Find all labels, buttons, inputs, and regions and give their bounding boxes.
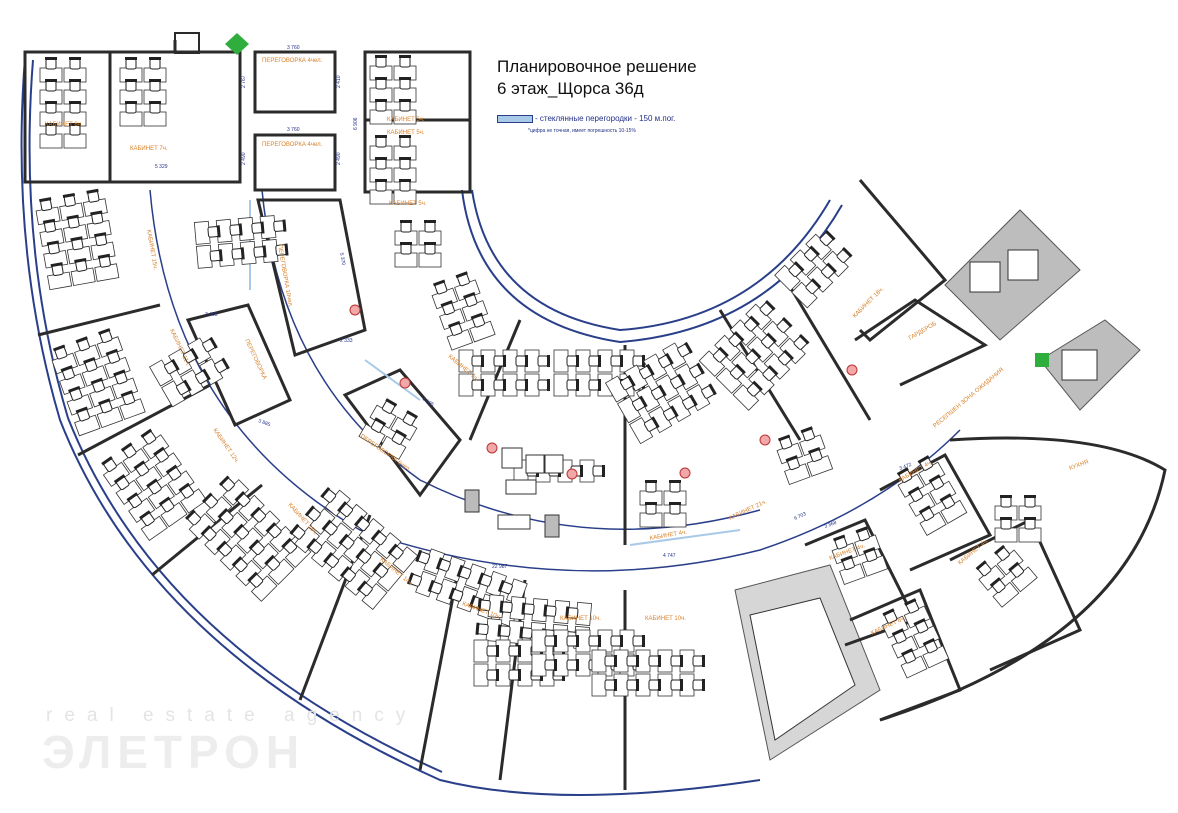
- label-meet6a: ПЕРЕГОВОРКА: [243, 338, 267, 380]
- label-cab10b: КАБИНЕТ 10ч.: [560, 616, 601, 622]
- legend-text: - стеклянные перегородки - 150 м.пог.: [535, 114, 676, 123]
- dimension-labels: 5 329 3 760 3 760 2 767 2 410 2 490 2 49…: [155, 45, 913, 570]
- label-meet4a: ПЕРЕГОВОРКА 4чел.: [262, 58, 323, 64]
- label-cab21: КАБИНЕТ 21ч.: [728, 499, 768, 522]
- right-wing: [804, 179, 1167, 722]
- dim-5329: 5 329: [155, 164, 168, 170]
- label-cab5a: КАБИНЕТ 5ч.: [387, 117, 425, 123]
- meeting-rooms-center: [185, 198, 462, 498]
- fire-markers: [349, 304, 858, 480]
- label-cab12: КАБИНЕТ 12ч.: [211, 428, 240, 465]
- dim-3465: 3 465: [205, 312, 218, 318]
- dim-4695: 4 695: [421, 397, 435, 409]
- facade: [20, 57, 761, 796]
- dim-3760a: 3 760: [287, 45, 300, 51]
- glass-partition-swatch: [497, 114, 533, 123]
- dim-6906: 6 906: [353, 117, 359, 130]
- watermark-logo: ЭЛЕТРОН: [42, 726, 306, 778]
- watermark-tagline: real estate agency: [46, 705, 418, 726]
- label-cab5c: КАБИНЕТ 5ч.: [389, 201, 427, 207]
- dim-22987: 22 987: [492, 564, 508, 570]
- dim-2490a: 2 490: [241, 152, 247, 165]
- dim-2410: 2 410: [336, 75, 342, 88]
- meeting-rooms-top: [253, 50, 337, 192]
- label-cab18: КАБИНЕТ 18ч.: [852, 286, 885, 319]
- lounge-furniture: [464, 447, 564, 538]
- label-wardrobe: ГАРДЕРОБ: [908, 321, 938, 342]
- title-line-1: Планировочное решение: [497, 57, 697, 76]
- label-reception: РЕСЕПШЕН ЗОНА ОЖИДАНИЯ: [932, 367, 1005, 429]
- dim-3368: 3 368: [824, 520, 838, 530]
- top-left-block: [23, 32, 242, 184]
- label-cab5b: КАБИНЕТ 5ч.: [387, 130, 425, 136]
- label-meet4b: ПЕРЕГОВОРКА 4чел.: [262, 142, 323, 148]
- dim-3885: 3 885: [257, 418, 271, 428]
- label-kitchen: КУХНЯ: [1069, 459, 1090, 471]
- dim-2333: 2 333: [340, 338, 353, 344]
- entrance-markers: [225, 33, 1049, 367]
- label-cab8: КАБИНЕТ 8ч.: [45, 122, 83, 128]
- legend: - стеклянные перегородки - 150 м.пог.: [497, 114, 675, 123]
- dim-4747: 4 747: [663, 553, 676, 559]
- label-cab7a: КАБИНЕТ 7ч.: [130, 146, 168, 152]
- dim-2490b: 2 490: [336, 152, 342, 165]
- dim-2767: 2 767: [241, 75, 247, 88]
- legend-note: *цифра не точная, имеет погрешность 10-1…: [528, 128, 636, 134]
- elevator-cores: [734, 209, 1141, 761]
- dim-5370: 5 370: [338, 252, 346, 266]
- dim-3760b: 3 760: [287, 127, 300, 133]
- label-cab10c: КАБИНЕТ 10ч.: [645, 616, 686, 622]
- dim-6703: 6 703: [793, 511, 807, 522]
- plan-title: Планировочное решение 6 этаж_Щорса 36д: [497, 56, 817, 100]
- dim-3472: 3 472: [899, 462, 913, 472]
- title-line-2: 6 этаж_Щорса 36д: [497, 79, 644, 98]
